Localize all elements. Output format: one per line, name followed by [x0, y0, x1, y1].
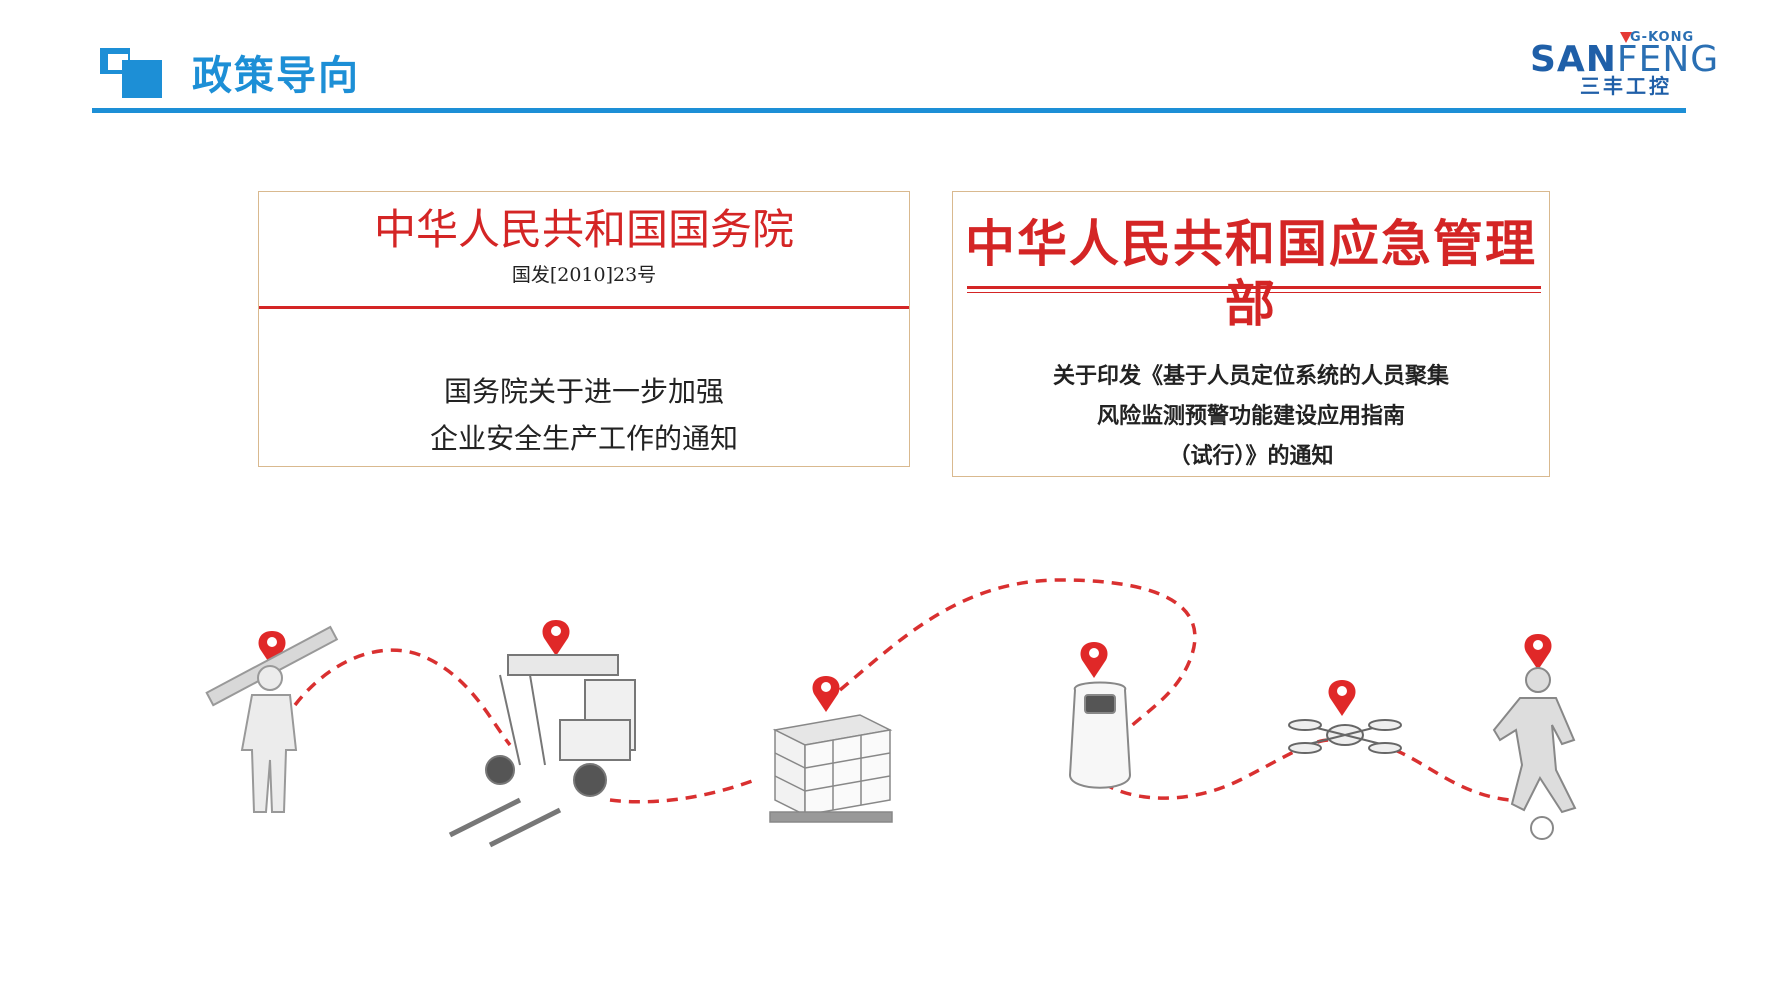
pallet-icon: [769, 714, 893, 823]
doc-title-line: 关于印发《基于人员定位系统的人员聚集: [1052, 363, 1449, 389]
location-pin-icon: [1080, 642, 1108, 678]
location-pin-icon: [812, 676, 840, 712]
logo-feng: FENG: [1616, 39, 1720, 80]
policy-document-state-council: 中华人民共和国国务院 国发[2010]23号 国务院关于进一步加强 企业安全生产…: [258, 191, 910, 467]
location-pin-icon: [542, 620, 570, 656]
positioning-illustration: [205, 578, 1577, 848]
player-icon: [1492, 667, 1577, 840]
doc-title-line: 风险监测预警功能建设应用指南: [1096, 403, 1405, 429]
doc-issuer: 中华人民共和国应急管理部: [965, 214, 1537, 333]
location-pin-icon: [1524, 634, 1552, 670]
header-divider: [92, 108, 1686, 113]
logo-san: SAN: [1530, 39, 1617, 80]
policy-document-emergency-ministry: 中华人民共和国应急管理部 关于印发《基于人员定位系统的人员聚集 风险监测预警功能…: [952, 191, 1550, 477]
doc-title-line: 国务院关于进一步加强: [443, 375, 724, 408]
brand-logo: G-KONG SANFENG 三丰工控: [1530, 30, 1730, 100]
logo-gkong: G-KONG: [1630, 30, 1695, 45]
worker-icon: [205, 625, 339, 813]
doc-issuer: 中华人民共和国国务院: [373, 205, 794, 254]
location-pin-icon: [1328, 680, 1356, 716]
section-icon: [100, 48, 162, 98]
logo-flag-icon: [1620, 32, 1632, 43]
doc-title-line: 企业安全生产工作的通知: [429, 422, 738, 455]
route-path: [293, 578, 1511, 804]
page-title: 政策导向: [192, 53, 360, 99]
doc-red-rule-thin: [967, 292, 1541, 293]
doc-number: 国发[2010]23号: [511, 264, 657, 286]
logo-wordmark: SANFENG: [1530, 40, 1719, 80]
doc-red-rule: [967, 286, 1541, 289]
doc-title: 关于印发《基于人员定位系统的人员聚集 风险监测预警功能建设应用指南 （试行）》的…: [953, 356, 1549, 476]
robot-icon: [1068, 681, 1132, 789]
doc-title-line: （试行）》的通知: [1168, 443, 1334, 469]
doc-title: 国务院关于进一步加强 企业安全生产工作的通知: [259, 368, 909, 462]
logo-chinese: 三丰工控: [1580, 74, 1672, 98]
drone-icon: [1288, 719, 1402, 754]
forklift-icon: [448, 654, 636, 848]
doc-red-rule: [259, 306, 909, 309]
